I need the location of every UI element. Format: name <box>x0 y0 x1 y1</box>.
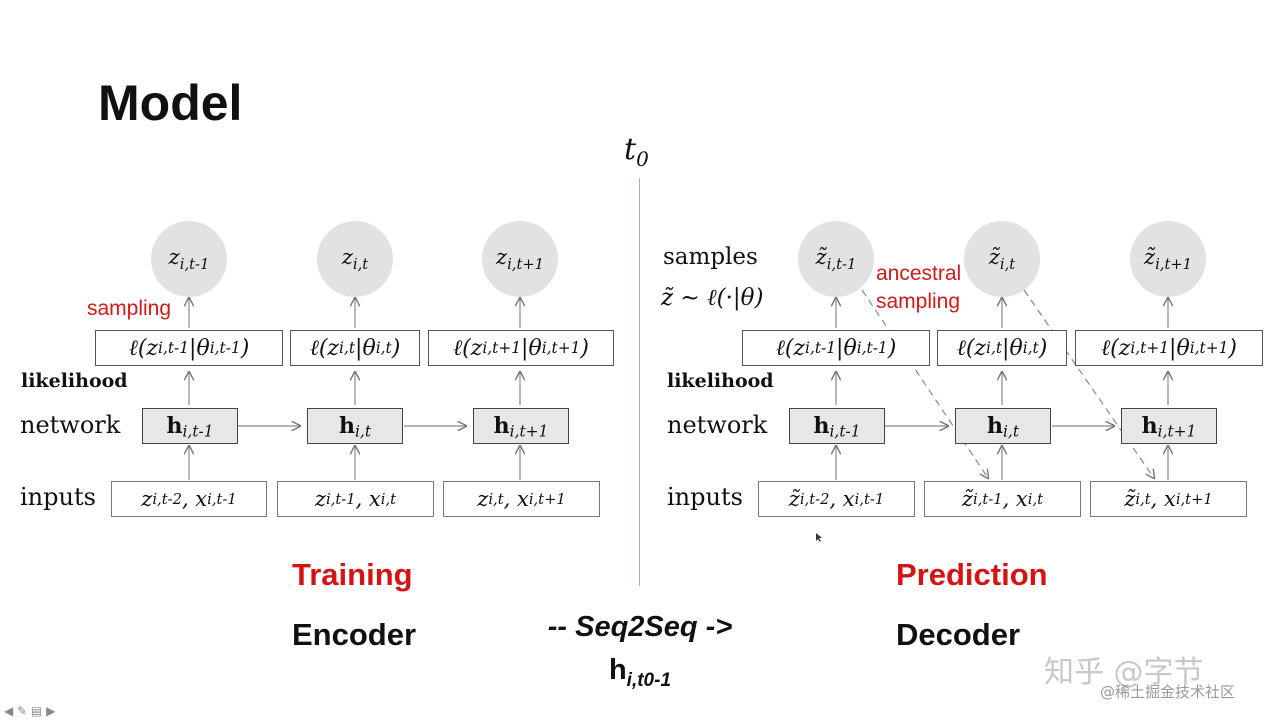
decoder-caption: Decoder <box>896 617 1021 652</box>
prediction-caption: Prediction <box>896 557 1048 592</box>
ancestral-sampling-label: sampling <box>876 290 961 313</box>
slide-title: Model <box>98 75 243 131</box>
decoder-inputs-label: inputs <box>667 483 743 511</box>
encoder-z-circle: zi,t-1 <box>151 221 227 297</box>
t0-divider <box>639 178 640 586</box>
training-caption: Training <box>292 557 413 592</box>
decoder-network-label: network <box>667 411 768 439</box>
encoder-z-label: zi,t-1 <box>168 244 210 274</box>
watermark-sub: @稀土掘金技术社区 <box>1100 683 1236 701</box>
samples-label: samples <box>663 244 758 270</box>
samples-formula: z̃ ∼ ℓ(·|θ) <box>661 285 764 311</box>
ancestral-sampling-arrows <box>861 289 1154 478</box>
encoder-caption: Encoder <box>292 617 417 652</box>
slide-nav-icons[interactable]: ◀ ✎ ▤ ▶ <box>4 704 56 718</box>
decoder-z-circle: z̃i,t+1 <box>1130 221 1206 297</box>
encoder-z-circle: zi,t <box>317 221 393 297</box>
seq2seq-caption: -- Seq2Seq -> <box>547 611 733 643</box>
t0-label: t0 <box>624 132 649 171</box>
watermark: 知乎 @字节 <box>1044 655 1204 690</box>
decoder-z-circle: z̃i,t <box>964 221 1040 297</box>
encoder-likelihood-label: likelihood <box>21 370 128 392</box>
encoder-z-circle: zi,t+1 <box>482 221 558 297</box>
decoder-z-circle: z̃i,t-1 <box>798 221 874 297</box>
encoder-z-label: zi,t <box>341 244 369 274</box>
decoder-z-label: z̃i,t <box>988 244 1016 274</box>
decoder-z-label: z̃i,t+1 <box>1144 244 1192 274</box>
encoder-arrows <box>189 298 520 480</box>
hidden-state-caption: hi,t0-1 <box>608 654 672 691</box>
encoder-inputs-label: inputs <box>20 483 96 511</box>
sampling-label: sampling <box>87 297 172 320</box>
decoder-likelihood-label: likelihood <box>667 370 774 392</box>
encoder-network-label: network <box>20 411 121 439</box>
cursor-icon <box>816 533 822 542</box>
ancestral-label: ancestral <box>876 262 962 285</box>
encoder-z-label: zi,t+1 <box>496 244 544 274</box>
decoder-z-label: z̃i,t-1 <box>815 244 857 274</box>
decoder-arrows <box>836 298 1168 480</box>
